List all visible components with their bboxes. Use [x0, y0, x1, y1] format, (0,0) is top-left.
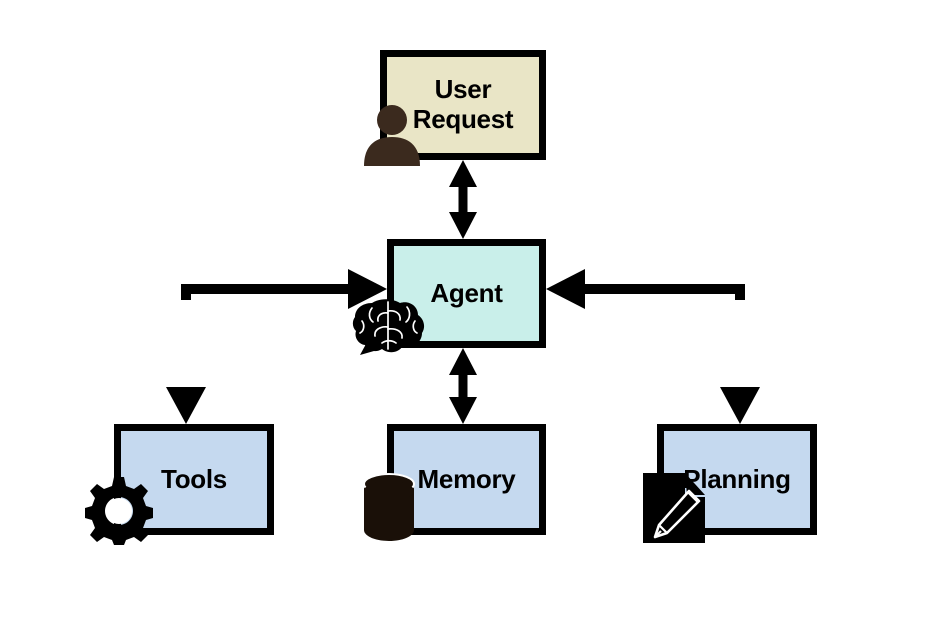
- node-tools[interactable]: Tools: [114, 424, 274, 535]
- node-user-request[interactable]: User Request: [380, 50, 546, 160]
- connector-user-request-agent: [449, 160, 477, 239]
- node-memory-label: Memory: [417, 463, 516, 494]
- connector-tools-agent: [166, 269, 387, 424]
- connector-planning-agent: [546, 269, 760, 424]
- node-tools-label: Tools: [161, 463, 227, 494]
- connector-agent-memory: [449, 348, 477, 424]
- node-planning-label: Planning: [683, 463, 791, 494]
- node-agent[interactable]: Agent: [387, 239, 546, 348]
- node-user-request-label: User Request: [412, 74, 514, 134]
- node-memory[interactable]: Memory: [387, 424, 546, 535]
- node-planning[interactable]: Planning: [657, 424, 817, 535]
- node-agent-label: Agent: [430, 277, 503, 308]
